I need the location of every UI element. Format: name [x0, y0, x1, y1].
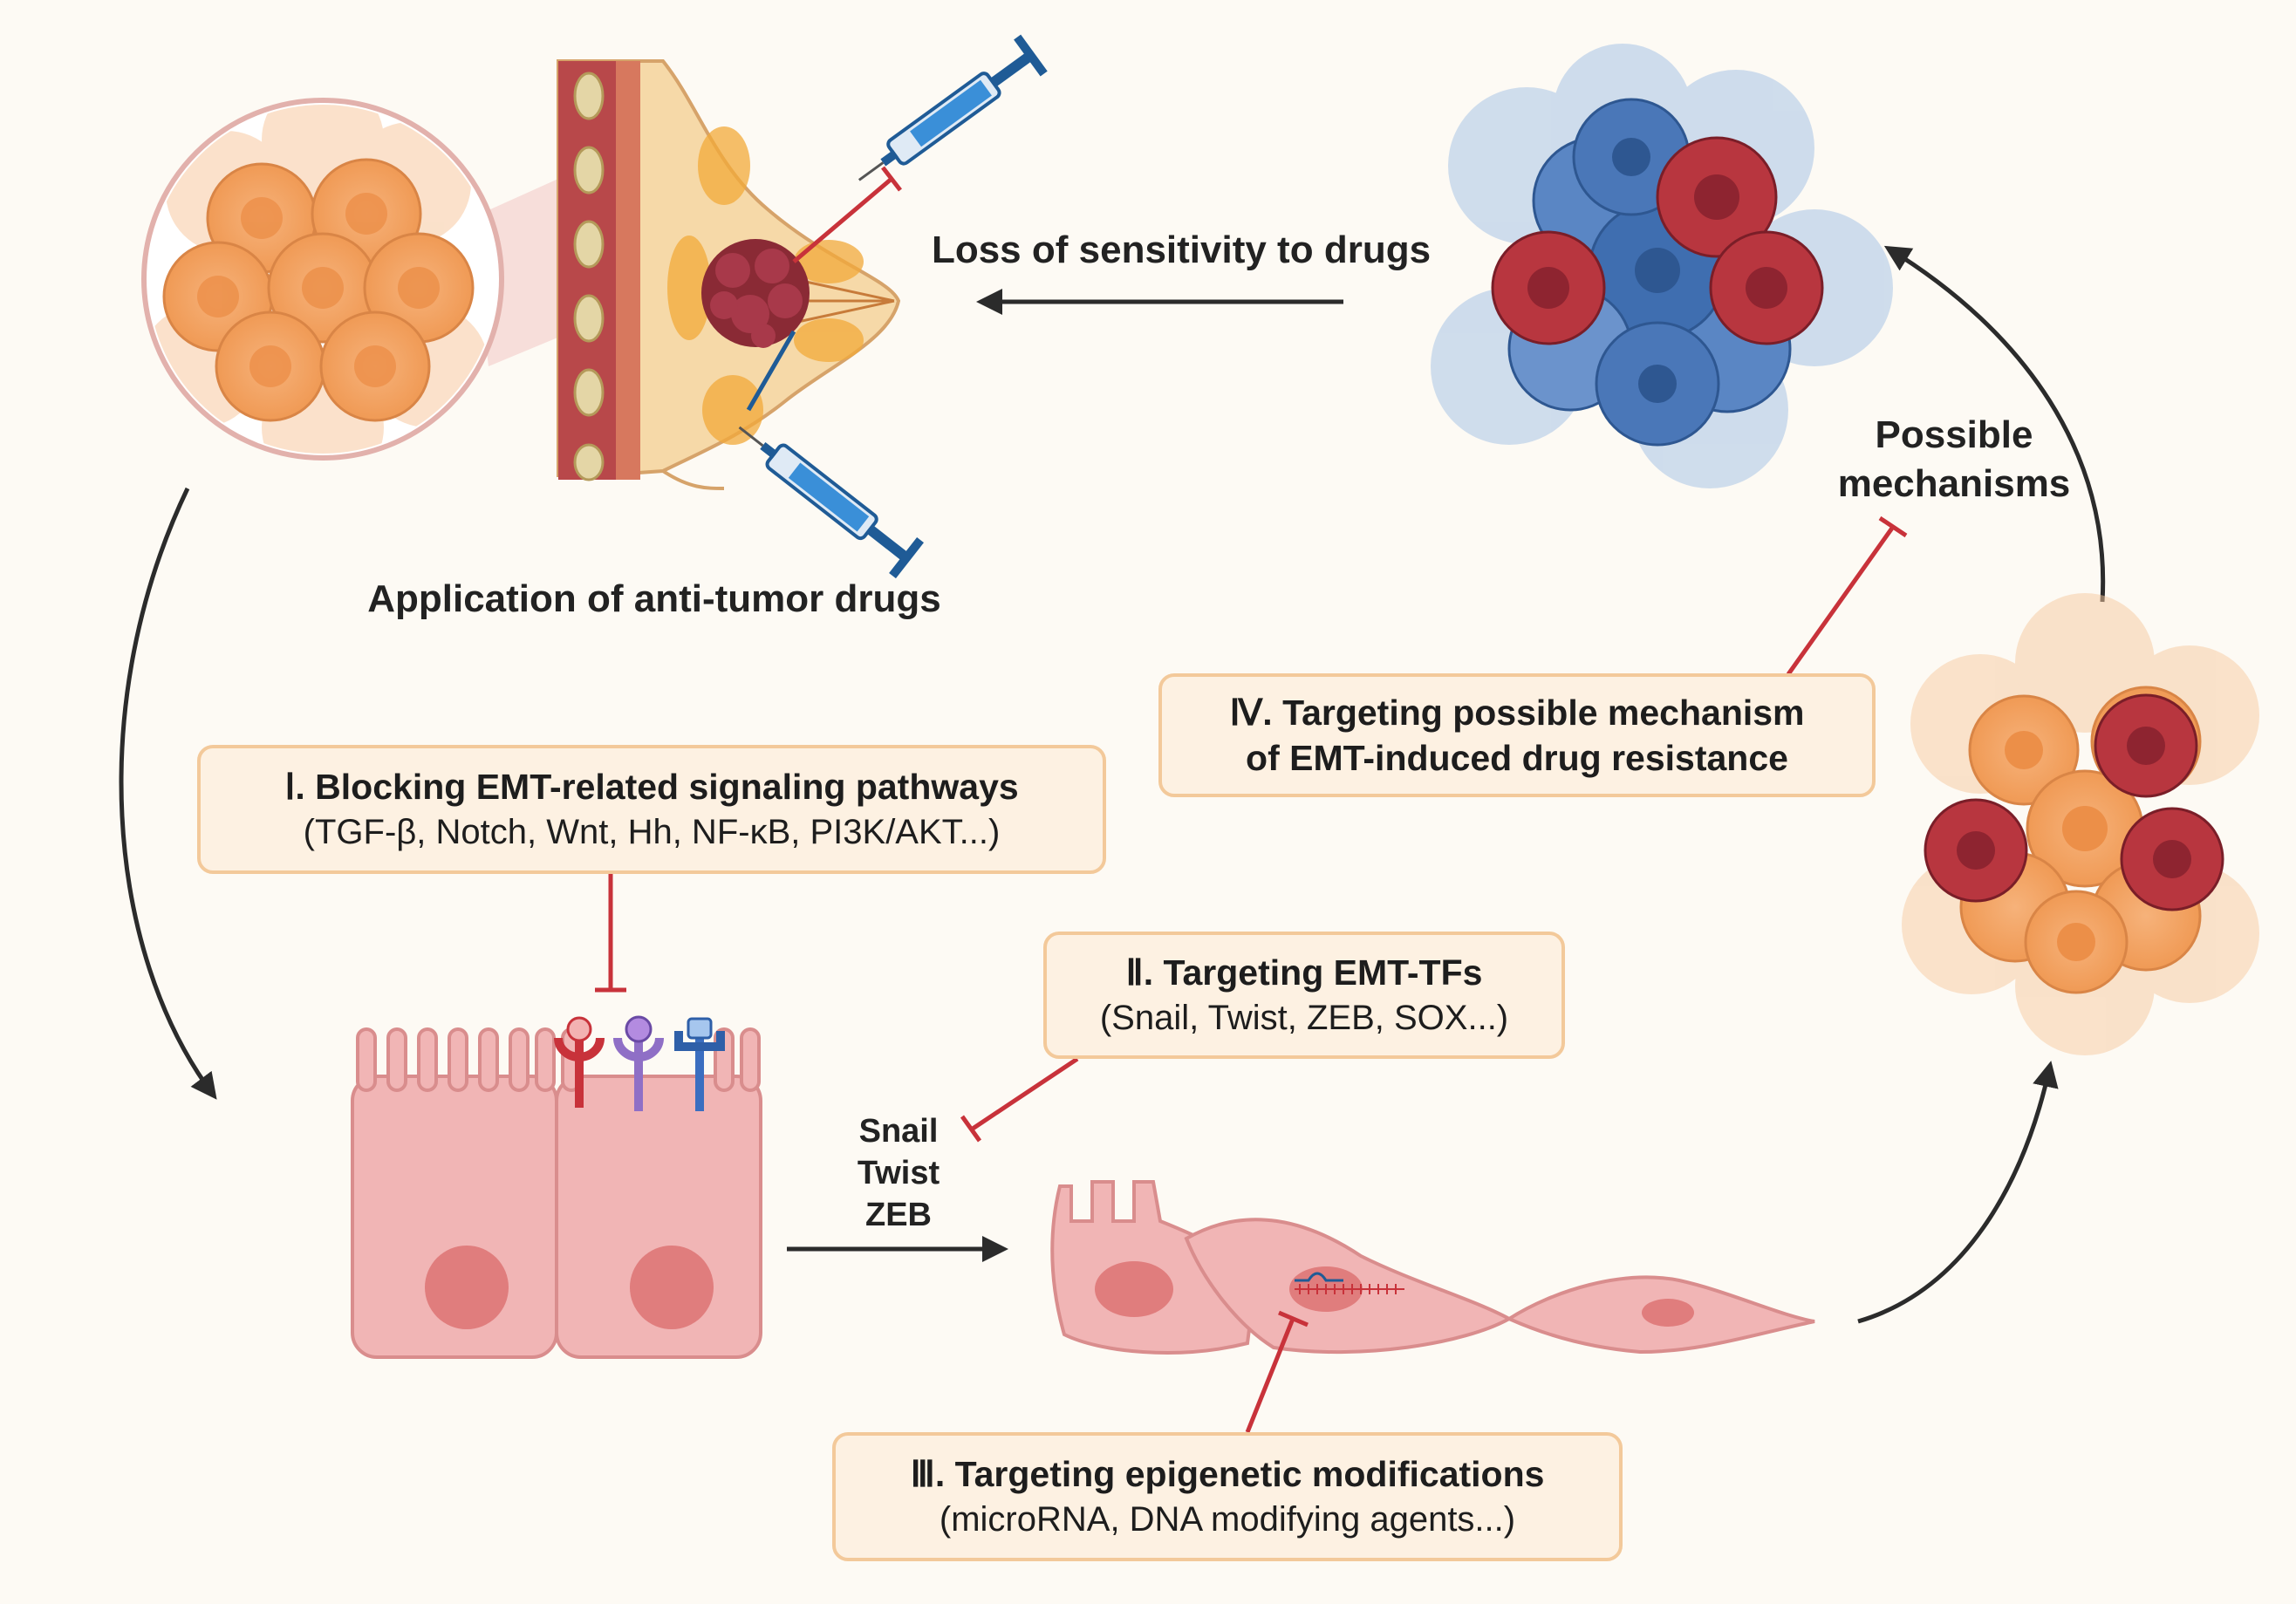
epithelial-cells-icon — [351, 1027, 762, 1359]
curve-arrow-left — [119, 487, 217, 1100]
tf-zeb-label: ZEB — [865, 1197, 932, 1233]
receptor-icon — [554, 1015, 725, 1111]
mixed-tumor-cluster-icon — [1902, 593, 2259, 1055]
box4-title: Ⅳ. Targeting possible mechanism — [1229, 693, 1805, 733]
loss-sensitivity-label: Loss of sensitivity to drugs — [931, 229, 1432, 271]
box-targeting-epigenetic: Ⅲ. Targeting epigenetic modifications (m… — [832, 1432, 1623, 1561]
tf-snail-label: Snail — [858, 1113, 939, 1150]
box1-title: Ⅰ. Blocking EMT-related signaling pathwa… — [284, 767, 1019, 807]
curve-arrow-bottom-right — [1857, 1061, 2059, 1324]
mesenchymal-cells-icon — [1050, 1180, 1815, 1355]
breast-tumor-icon — [557, 59, 901, 490]
box1-subtitle: (TGF-β, Notch, Wnt, Hh, NF-κB, PI3K/AKT.… — [303, 813, 1001, 851]
application-label: Application of anti-tumor drugs — [367, 577, 941, 620]
resistant-tumor-cluster-icon — [1431, 44, 1893, 488]
inhibitor-lines — [595, 515, 1908, 1433]
drug-inhibition-lines — [746, 166, 902, 412]
magnified-tumor-icon — [141, 98, 698, 461]
tumor-mass — [701, 239, 810, 348]
box-targeting-emt-tfs: Ⅱ. Targeting EMT-TFs (Snail, Twist, ZEB,… — [1043, 932, 1565, 1059]
possible-mechanisms-line1: Possible — [1875, 413, 2033, 456]
box2-subtitle: (Snail, Twist, ZEB, SOX...) — [1099, 999, 1509, 1037]
box3-subtitle: (microRNA, DNA modifying agents...) — [939, 1500, 1516, 1539]
box4-subtitle: of EMT-induced drug resistance — [1246, 738, 1788, 778]
tf-twist-label: Twist — [857, 1155, 940, 1191]
box2-title: Ⅱ. Targeting EMT-TFs — [1125, 952, 1483, 993]
dna-icon — [1295, 1272, 1404, 1294]
box-targeting-mechanism: Ⅳ. Targeting possible mechanism of EMT-i… — [1158, 673, 1876, 797]
box3-title: Ⅲ. Targeting epigenetic modifications — [910, 1454, 1545, 1494]
syringe-icon — [858, 34, 1048, 181]
curve-arrow-right-up — [1883, 245, 2106, 603]
possible-mechanisms-line2: mechanisms — [1837, 462, 2071, 505]
box-blocking-emt-pathways: Ⅰ. Blocking EMT-related signaling pathwa… — [197, 745, 1106, 874]
syringe-icon — [738, 426, 924, 579]
